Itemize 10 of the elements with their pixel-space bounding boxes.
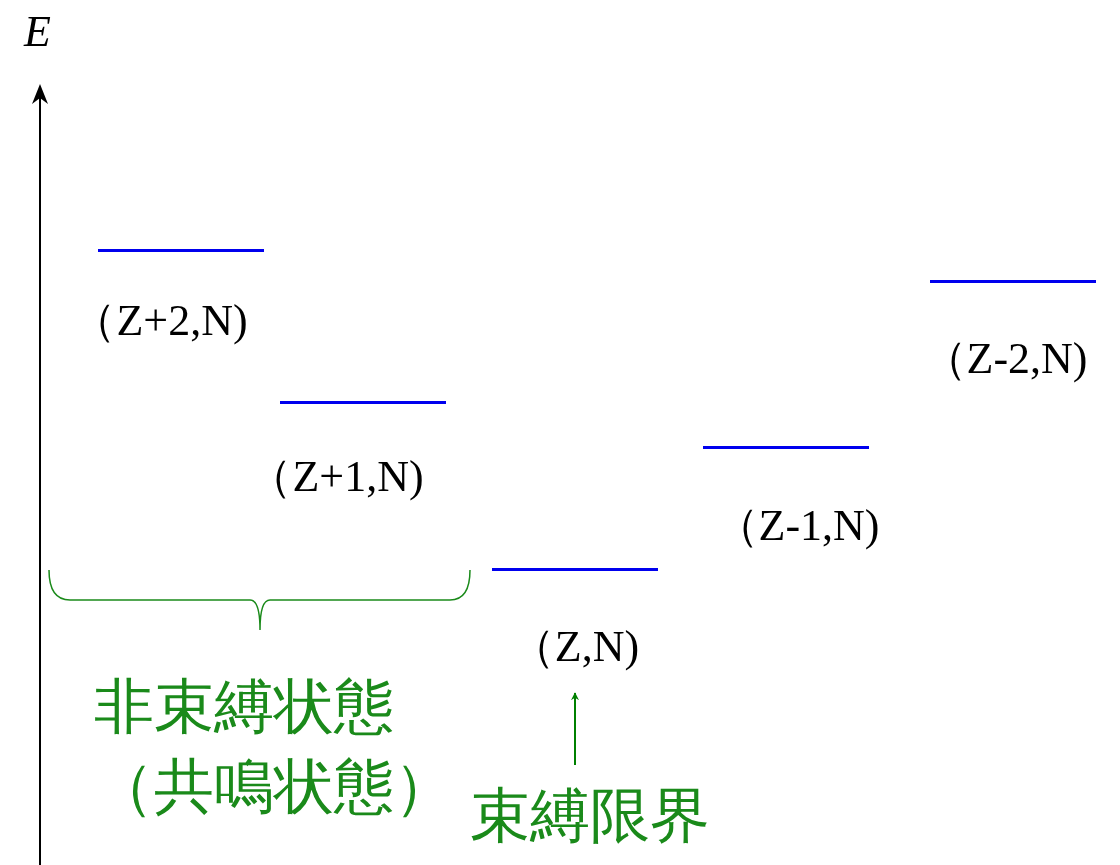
level-label: （Z-2,N) <box>921 337 1089 381</box>
axis-label: E <box>24 10 51 54</box>
level-label: （Z+1,N) <box>247 455 425 499</box>
arrow <box>571 692 579 766</box>
level-label: （Z,N) <box>509 625 641 669</box>
brace-label: 非束縛状態 <box>94 676 394 736</box>
brace-label: （共鳴状態） <box>94 756 454 816</box>
limit-label: 束縛限界 <box>470 785 710 845</box>
level-label: （Z-1,N) <box>713 504 881 548</box>
level-label: （Z+2,N) <box>71 299 249 343</box>
